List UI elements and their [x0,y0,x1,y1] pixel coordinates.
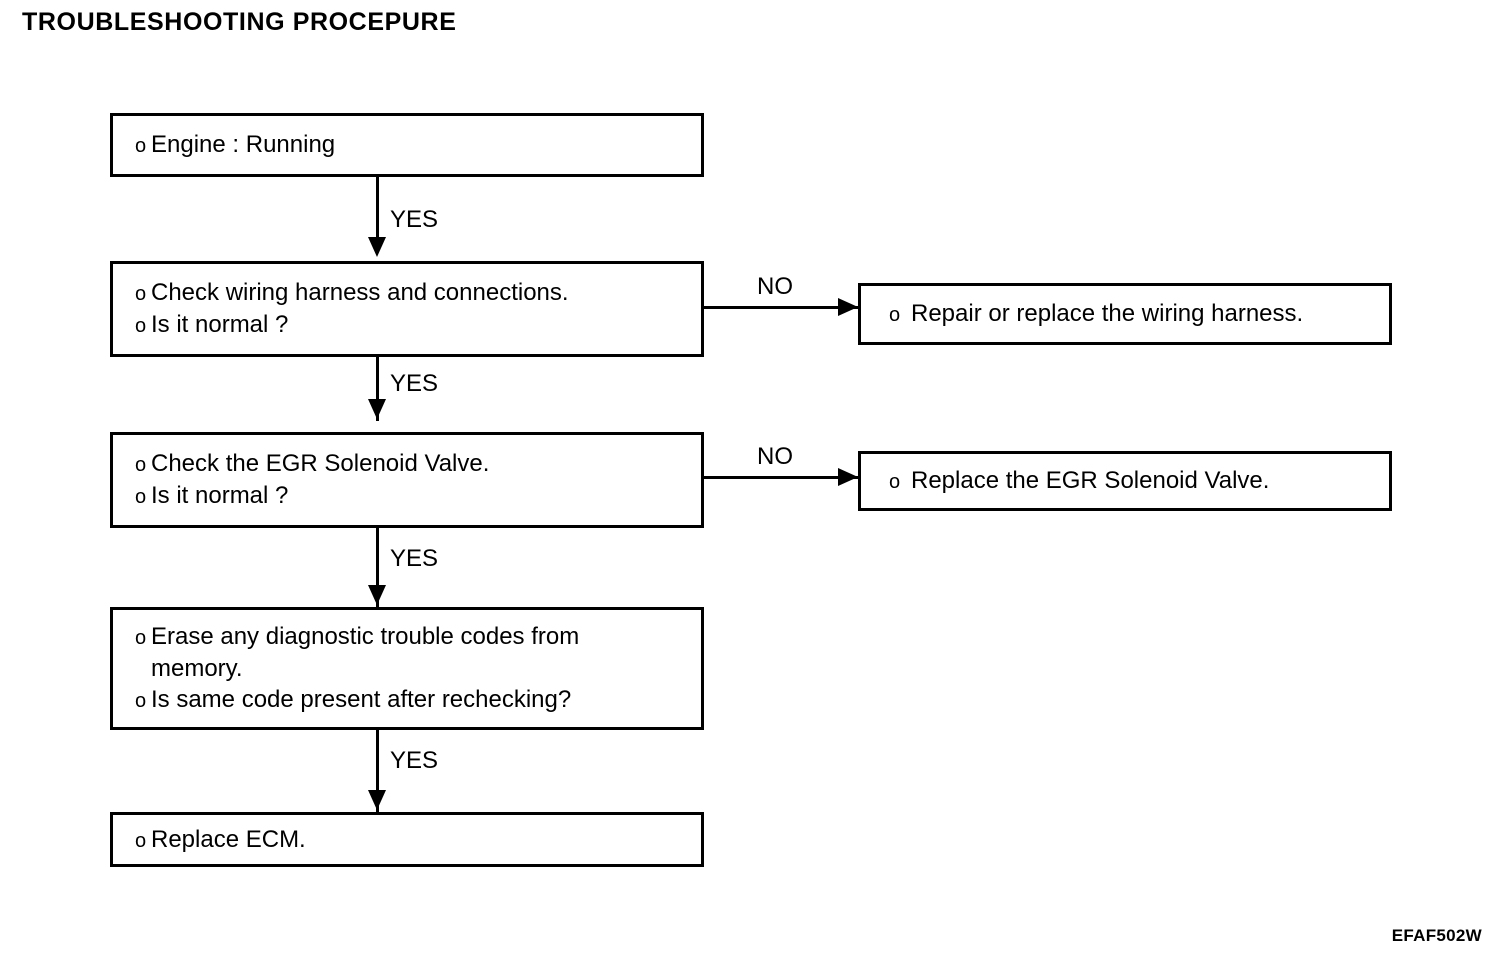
arrowhead-down-2 [368,399,386,419]
edge-label-yes-1: YES [390,206,439,233]
flow-box-check-wiring: o Check wiring harness and connections. … [110,261,704,357]
flow-box-replace-egr: o Replace the EGR Solenoid Valve. [858,451,1392,511]
box-line: o Is same code present after rechecking? [113,684,701,716]
connector-line-no-2 [704,476,860,479]
flow-box-engine-running: o Engine : Running [110,113,704,177]
flow-box-replace-ecm: o Replace ECM. [110,812,704,867]
box-line: o Is it normal ? [113,480,701,512]
bullet-icon: o [889,471,901,494]
box-line: o Check the EGR Solenoid Valve. [113,448,701,480]
bullet-icon: o [889,304,901,327]
arrowhead-down-3 [368,585,386,605]
flow-box-repair-wiring: o Repair or replace the wiring harness. [858,283,1392,345]
page-title: TROUBLESHOOTING PROCEPURE [22,8,457,36]
bullet-icon: o [135,829,147,852]
box-line: o Is it normal ? [113,309,701,341]
box-text-continuation: memory. [151,654,243,682]
box-text: Replace the EGR Solenoid Valve. [911,467,1270,495]
flow-box-erase-codes: o Erase any diagnostic trouble codes fro… [110,607,704,730]
box-line: o Replace ECM. [113,824,701,856]
box-text: Is it normal ? [151,311,289,338]
connector-line-yes-1 [376,177,379,241]
arrowhead-down-4 [368,790,386,810]
box-line: o Erase any diagnostic trouble codes fro… [113,621,701,653]
box-text: Is it normal ? [151,482,289,509]
bullet-icon: o [135,283,147,306]
edge-label-no-1: NO [757,273,793,300]
box-line: o Replace the EGR Solenoid Valve. [861,465,1389,497]
box-text: Erase any diagnostic trouble codes from [151,622,580,650]
bullet-icon: o [135,315,147,337]
box-text: Check the EGR Solenoid Valve. [151,450,490,478]
arrowhead-right-1 [838,298,858,316]
box-text: Check wiring harness and connections. [151,279,569,307]
connector-line-yes-2 [376,357,379,421]
edge-label-yes-3: YES [390,545,439,572]
connector-line-yes-3 [376,528,379,607]
edge-label-no-2: NO [757,443,793,470]
bullet-icon: o [135,486,147,508]
figure-reference-code: EFAF502W [1391,926,1482,945]
arrowhead-down-1 [368,237,386,257]
box-line: o Engine : Running [113,129,701,161]
arrowhead-right-2 [838,468,858,486]
bullet-icon: o [135,454,147,477]
connector-line-yes-4 [376,730,379,812]
connector-line-no-1 [704,306,860,309]
box-text: Repair or replace the wiring harness. [911,300,1304,328]
bullet-icon: o [135,135,147,158]
bullet-icon: o [135,690,147,713]
edge-label-yes-4: YES [390,747,439,774]
flow-box-check-egr: o Check the EGR Solenoid Valve. o Is it … [110,432,704,528]
box-line: o Repair or replace the wiring harness. [861,298,1389,330]
edge-label-yes-2: YES [390,370,439,397]
bullet-icon: o [135,626,147,649]
box-line: o Check wiring harness and connections. [113,277,701,309]
box-text: Replace ECM. [151,825,306,853]
box-text: Is same code present after rechecking? [151,686,572,714]
box-text: Engine : Running [151,131,336,159]
